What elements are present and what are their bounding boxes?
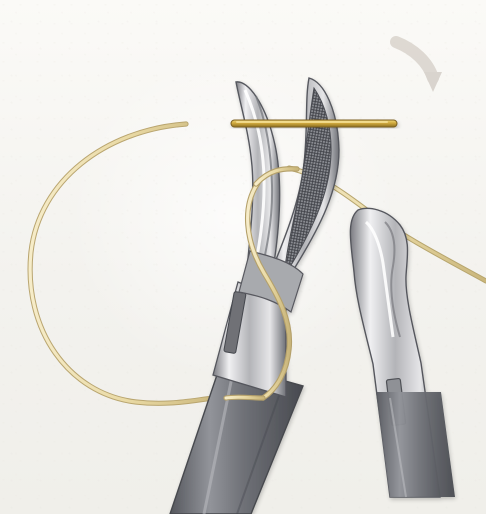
right-needle-holder bbox=[350, 208, 455, 497]
suture-thread-loop bbox=[30, 124, 226, 403]
left-needle-holder bbox=[170, 78, 339, 514]
suture-needle bbox=[231, 120, 397, 127]
rotation-arrow-icon bbox=[396, 42, 442, 92]
